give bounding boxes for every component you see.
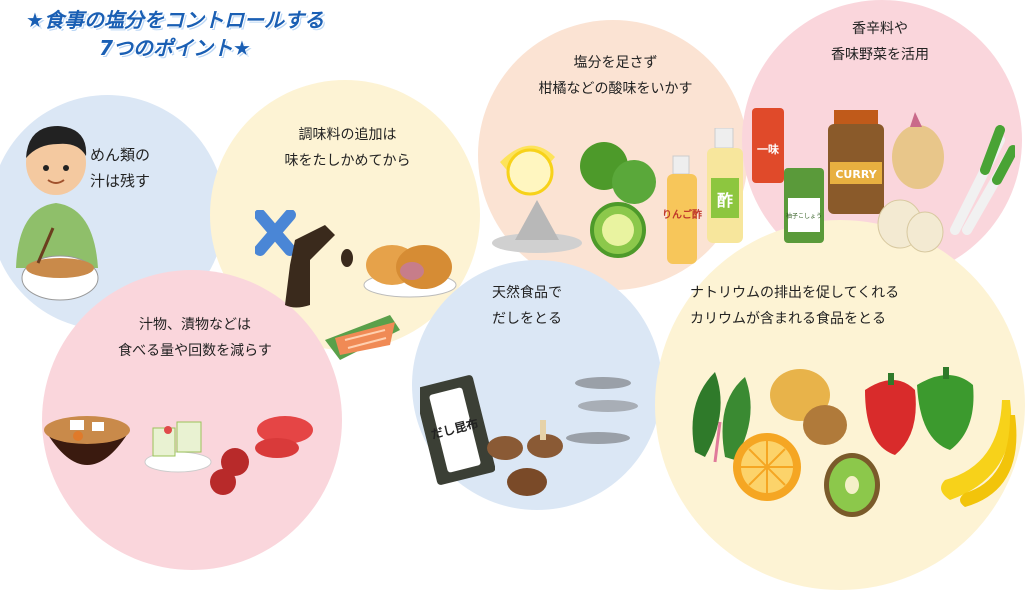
sudachi-icon [580, 142, 656, 258]
orange-icon [733, 433, 801, 501]
mentaiko-icon [210, 416, 313, 495]
caption-noodle-soup: めん類の 汁は残す [90, 142, 150, 194]
soy-sauce-cross-icon [255, 210, 353, 308]
caption-spices-line1: 香辛料や [852, 21, 908, 37]
vinegar-label: 酢 [717, 191, 733, 210]
kombu-icon: だし昆布 [420, 375, 495, 485]
noodle-eater-icon [16, 126, 99, 301]
yuzu-kosho-label: 柚子こしょう [786, 212, 822, 220]
juicer-icon [492, 200, 582, 253]
ichimi-label: 一味 [757, 142, 779, 156]
caption-pickles-line2: 食べる量や回数を減らす [118, 343, 272, 359]
caption-citrus-line1: 塩分を足さず [573, 55, 658, 71]
title-line-2: 7つのポイント★ [99, 36, 251, 60]
curry-label: CURRY [835, 168, 877, 181]
miso-soup-icon [44, 416, 130, 465]
caption-dashi-line2: だしをとる [492, 311, 562, 327]
spinach-icon [692, 372, 751, 463]
caption-spices: 香辛料や 香味野菜を活用 [800, 16, 960, 68]
banana-icon [941, 400, 1017, 507]
lemon-icon [500, 145, 555, 196]
caption-spices-line2: 香味野菜を活用 [831, 47, 929, 63]
title-line-1: ★食事の塩分をコントロールする [26, 8, 324, 32]
curry-jar-icon: CURRY [828, 110, 884, 214]
caption-potassium: ナトリウムの排出を促してくれる カリウムが含まれる食品をとる [690, 280, 899, 332]
caption-pickles: 汁物、漬物などは 食べる量や回数を減らす [90, 312, 300, 364]
pickles-icon [144, 421, 212, 473]
caption-citrus-line2: 柑橘などの酸味をいかす [538, 81, 693, 97]
ginger-garlic-icon [877, 112, 944, 253]
caption-pickles-line1: 汁物、漬物などは [139, 317, 251, 333]
green-onion-icon [950, 125, 1015, 235]
caption-dashi-line1: 天然食品で [492, 285, 562, 301]
paprika-icon [865, 367, 974, 455]
title: ★食事の塩分をコントロールする 7つのポイント★ [10, 6, 340, 62]
caption-seasoning: 調味料の追加は 味をたしかめてから [260, 122, 435, 174]
kiwi-icon [824, 453, 880, 517]
salmon-icon [325, 315, 400, 360]
caption-seasoning-line1: 調味料の追加は [298, 127, 397, 143]
caption-potassium-line2: カリウムが含まれる食品をとる [690, 311, 886, 327]
caption-noodle-line1: めん類の [90, 146, 151, 164]
croquette-icon [363, 245, 457, 298]
apple-vinegar-label: りんご酢 [663, 208, 702, 221]
potato-icon [770, 369, 847, 445]
spice-jars-icon: 一味 柚子こしょう [752, 108, 824, 243]
niboshi-icon [566, 377, 638, 444]
caption-citrus: 塩分を足さず 柑橘などの酸味をいかす [523, 50, 708, 102]
caption-seasoning-line2: 味をたしかめてから [284, 153, 411, 169]
vinegar-bottles-icon: 酢 りんご酢 [663, 128, 743, 264]
caption-potassium-line1: ナトリウムの排出を促してくれる [690, 285, 900, 301]
caption-noodle-line2: 汁は残す [90, 172, 151, 190]
shiitake-icon [487, 420, 563, 496]
caption-dashi: 天然食品で だしをとる [492, 280, 562, 332]
